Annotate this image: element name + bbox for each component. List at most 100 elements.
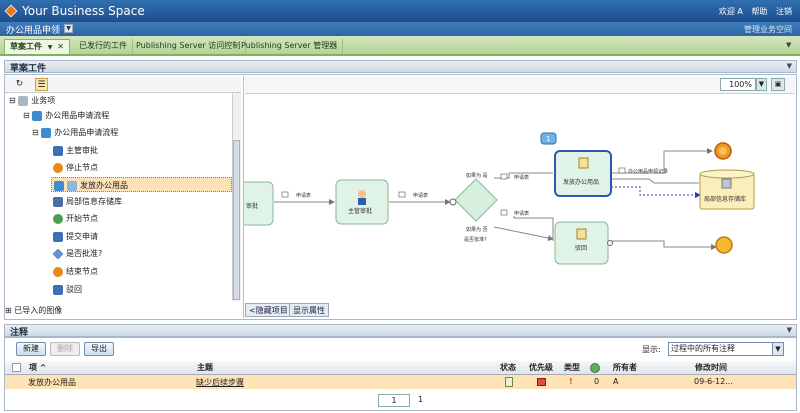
badge-label: 1 [546, 135, 550, 143]
task-icon [54, 180, 64, 191]
panel-title: 草案工件 [10, 64, 47, 74]
list-view-icon[interactable]: ☰ [35, 78, 48, 91]
table-row[interactable] [5, 375, 796, 389]
welcome-link[interactable]: 欢迎 A [718, 7, 743, 16]
expand-icon[interactable]: ⊟ [32, 128, 39, 137]
task-label: 主管审批 [348, 207, 372, 215]
tree-item-stop-node[interactable]: 停止节点 [53, 160, 98, 175]
expand-icon[interactable]: ⊟ [9, 96, 16, 105]
badge[interactable] [540, 132, 557, 145]
tree-scrollbar-thumb[interactable] [233, 140, 240, 300]
user-task-icon [53, 145, 63, 156]
tree-item-imported-images[interactable]: ⊞ 已导入的图像 [5, 303, 62, 318]
folder-icon [18, 95, 29, 106]
show-filter-select[interactable]: 过程中的所有注释 [668, 342, 773, 356]
workspace-title[interactable]: 办公用品申领 [6, 26, 61, 36]
tree-label: 是否批准? [66, 249, 103, 258]
expand-icon[interactable]: ⊟ [23, 111, 30, 120]
flow-label-1: 申请表 [281, 191, 311, 199]
manage-space-link[interactable]: 管理业务空间 [744, 25, 792, 34]
panel-title: 注释 [10, 328, 29, 338]
status-icon [505, 377, 513, 387]
tab-menu-icon[interactable]: ▼ [786, 41, 792, 49]
tree-label: 主管审批 [66, 146, 98, 155]
refresh-icon[interactable]: ↻ [15, 79, 24, 89]
process-diagram: 审批 主管审批 如果为 是 如果为 否 是否批准? 1 发放办公用品 驳回 局部… [244, 132, 755, 265]
tree-label: 开始节点 [66, 214, 98, 223]
show-properties-button[interactable]: 显示属性 [289, 303, 329, 317]
fit-view-icon[interactable]: ▣ [771, 78, 785, 91]
tree-item-reject[interactable]: 驳回 [53, 282, 82, 297]
row-item[interactable]: 发放办公用品 [28, 378, 76, 387]
type-icon: ! [569, 377, 573, 386]
tree-item-end-node[interactable]: 结束节点 [53, 264, 98, 279]
tab-publishing-access[interactable]: Publishing Server 访问控制 [131, 39, 247, 54]
select-all-checkbox[interactable] [12, 363, 21, 372]
column-item[interactable]: 项 ^ [29, 363, 47, 372]
help-link[interactable]: 帮助 [751, 7, 768, 16]
close-icon[interactable]: ✕ [57, 42, 64, 51]
tree-item-manager-approval[interactable]: 主管审批 [53, 143, 98, 158]
tree-item-decision[interactable]: 是否批准? [52, 246, 103, 261]
hide-items-button[interactable]: <隐藏项目 [245, 303, 292, 317]
svg-text:申请表: 申请表 [413, 192, 428, 199]
export-button[interactable]: 导出 [84, 342, 114, 356]
column-priority[interactable]: 优先级 [529, 363, 553, 372]
tree-item-start-node[interactable]: 开始节点 [53, 211, 98, 226]
tree-label: 业务项 [31, 96, 56, 105]
column-modified[interactable]: 修改时间 [695, 363, 727, 372]
decision-node[interactable] [454, 178, 498, 222]
zoom-input[interactable]: 100% [720, 78, 756, 91]
column-status[interactable]: 状态 [500, 363, 516, 372]
chevron-down-icon[interactable]: ▼ [772, 342, 784, 356]
end-node-icon [53, 266, 63, 277]
process-icon [32, 110, 43, 121]
connector-dot [449, 198, 457, 206]
svg-text:申请表: 申请表 [514, 174, 529, 181]
tree-item-issue-supplies[interactable]: 发放办公用品 [51, 177, 232, 192]
row-subject-link[interactable]: 缺少后续步骤 [196, 378, 244, 387]
tab-publishing-manager[interactable]: Publishing Server 管理器 [236, 39, 344, 54]
tree-label: 提交申请 [66, 232, 98, 241]
column-owner[interactable]: 所有者 [613, 363, 637, 372]
delete-button[interactable]: 删除 [50, 342, 80, 356]
flow-line [493, 226, 554, 241]
tree-item-process-diagram[interactable]: ⊟ 办公用品申请流程 [32, 125, 118, 140]
page-total: 1 [418, 395, 424, 404]
tree-label: 停止节点 [66, 163, 98, 172]
page-input[interactable]: 1 [378, 394, 410, 407]
row-modified: 09-6-12... [694, 377, 733, 386]
tab-published-artifacts[interactable]: 已发行的工件 [74, 39, 133, 54]
chevron-down-icon[interactable]: ▼ [47, 44, 53, 51]
zoom-toolbar [245, 76, 795, 94]
artifact-tree: ⊟ 业务项 ⊟ 办公用品申请流程 ⊟ 办公用品申请流程 主管审批 停止节点 发放… [5, 93, 232, 318]
collapse-icon[interactable]: ▼ [786, 326, 792, 334]
task-node[interactable] [244, 181, 274, 226]
tab-draft-artifacts[interactable]: 草案工件 ▼ ✕ [4, 39, 70, 54]
task-label: 发放办公用品 [563, 178, 599, 186]
end-node[interactable] [715, 236, 733, 254]
comment-count-icon[interactable] [590, 363, 600, 373]
chevron-down-icon[interactable]: ▼ [756, 78, 767, 91]
new-button[interactable]: 新建 [16, 342, 46, 356]
task-node-reject[interactable] [554, 221, 609, 265]
column-type[interactable]: 类型 [564, 363, 580, 372]
flow-line [611, 178, 699, 184]
tree-item-business-items[interactable]: ⊟ 业务项 [9, 93, 55, 108]
expand-icon[interactable]: ⊞ [5, 306, 12, 315]
tree-toolbar: ↻ ☰ [5, 76, 241, 93]
panel-header-draft: 草案工件 ▼ [4, 60, 797, 74]
task-node-issue-supplies[interactable] [554, 150, 612, 197]
logout-link[interactable]: 注销 [776, 7, 792, 16]
tree-item-submit[interactable]: 提交申请 [53, 229, 98, 244]
collapse-icon[interactable]: ▼ [786, 62, 792, 70]
tree-item-local-repository[interactable]: 局部信息存储库 [53, 194, 122, 209]
canvas-tabs: <隐藏项目 显示属性 [243, 303, 343, 317]
tree-item-process[interactable]: ⊟ 办公用品申请流程 [23, 108, 109, 123]
chevron-down-icon[interactable]: ▼ [64, 24, 73, 33]
top-bar: Your Business Space 欢迎 A 帮助 注销 [0, 0, 800, 22]
column-subject[interactable]: 主题 [197, 363, 213, 372]
flow-line [611, 148, 713, 174]
flow-label-3: 申请表 [500, 173, 529, 181]
flow-label-5: 办公用品申领记录 [618, 167, 668, 175]
